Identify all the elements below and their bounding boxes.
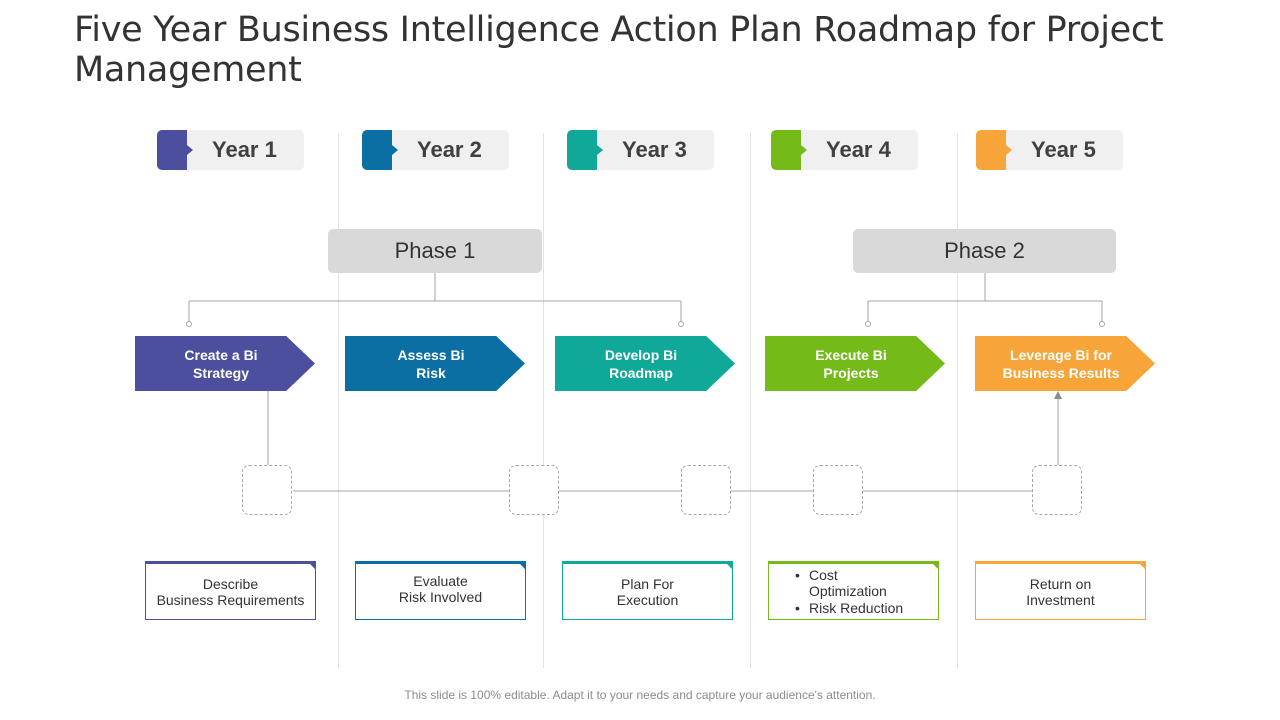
footer-note: This slide is 100% editable. Adapt it to… [404,688,876,702]
icon-placeholder-1 [242,465,292,515]
flag-icon [362,130,398,170]
step-arrow-leverage-bi: Leverage Bi for Business Results [975,336,1155,391]
year-label: Year 2 [417,137,482,162]
bracket-dot [678,321,684,327]
description-card-4: Cost Optimization Risk Reduction [768,561,939,620]
year-tab-3: Year 3 [567,130,714,170]
column-divider [957,133,958,668]
year-tab-5: Year 5 [976,130,1123,170]
step-arrow-develop-bi-roadmap: Develop Bi Roadmap [555,336,735,391]
column-divider [750,133,751,668]
card-text: Return on Investment [1026,575,1095,608]
year-label: Year 3 [622,137,687,162]
step-arrow-execute-bi-projects: Execute Bi Projects [765,336,945,391]
bracket-dot [1099,321,1105,327]
icon-placeholder-3 [681,465,731,515]
column-divider [338,133,339,668]
icon-placeholder-2 [509,465,559,515]
card-text: Evaluate Risk Involved [398,572,483,605]
phase-1-label: Phase 1 [328,229,542,273]
description-card-2: Evaluate Risk Involved [355,561,526,620]
card-bullet-list: Cost Optimization Risk Reduction [769,567,938,617]
bracket-dot [186,321,192,327]
card-bullet: Risk Reduction [795,600,938,617]
card-text: Plan For Execution [616,575,679,608]
flag-icon [976,130,1012,170]
step-arrow-create-bi-strategy: Create a Bi Strategy [135,336,315,391]
column-divider [543,133,544,668]
flag-icon [771,130,807,170]
slide-title: Five Year Business Intelligence Action P… [74,10,1164,90]
card-text: Describe Business Requirements [156,575,305,608]
description-card-5: Return on Investment [975,561,1146,620]
description-card-3: Plan For Execution [562,561,733,620]
icon-placeholder-5 [1032,465,1082,515]
year-tab-4: Year 4 [771,130,918,170]
flag-icon [567,130,603,170]
year-tab-2: Year 2 [362,130,509,170]
card-bullet: Cost Optimization [795,567,938,600]
year-label: Year 4 [826,137,891,162]
description-card-1: Describe Business Requirements [145,561,316,620]
phase-2-label: Phase 2 [853,229,1116,273]
year-tab-1: Year 1 [157,130,304,170]
icon-placeholder-4 [813,465,863,515]
year-label: Year 1 [212,137,277,162]
arrowhead-icon [1054,391,1062,399]
year-label: Year 5 [1031,137,1096,162]
flag-icon [157,130,193,170]
bracket-dot [865,321,871,327]
step-arrow-assess-bi-risk: Assess Bi Risk [345,336,525,391]
